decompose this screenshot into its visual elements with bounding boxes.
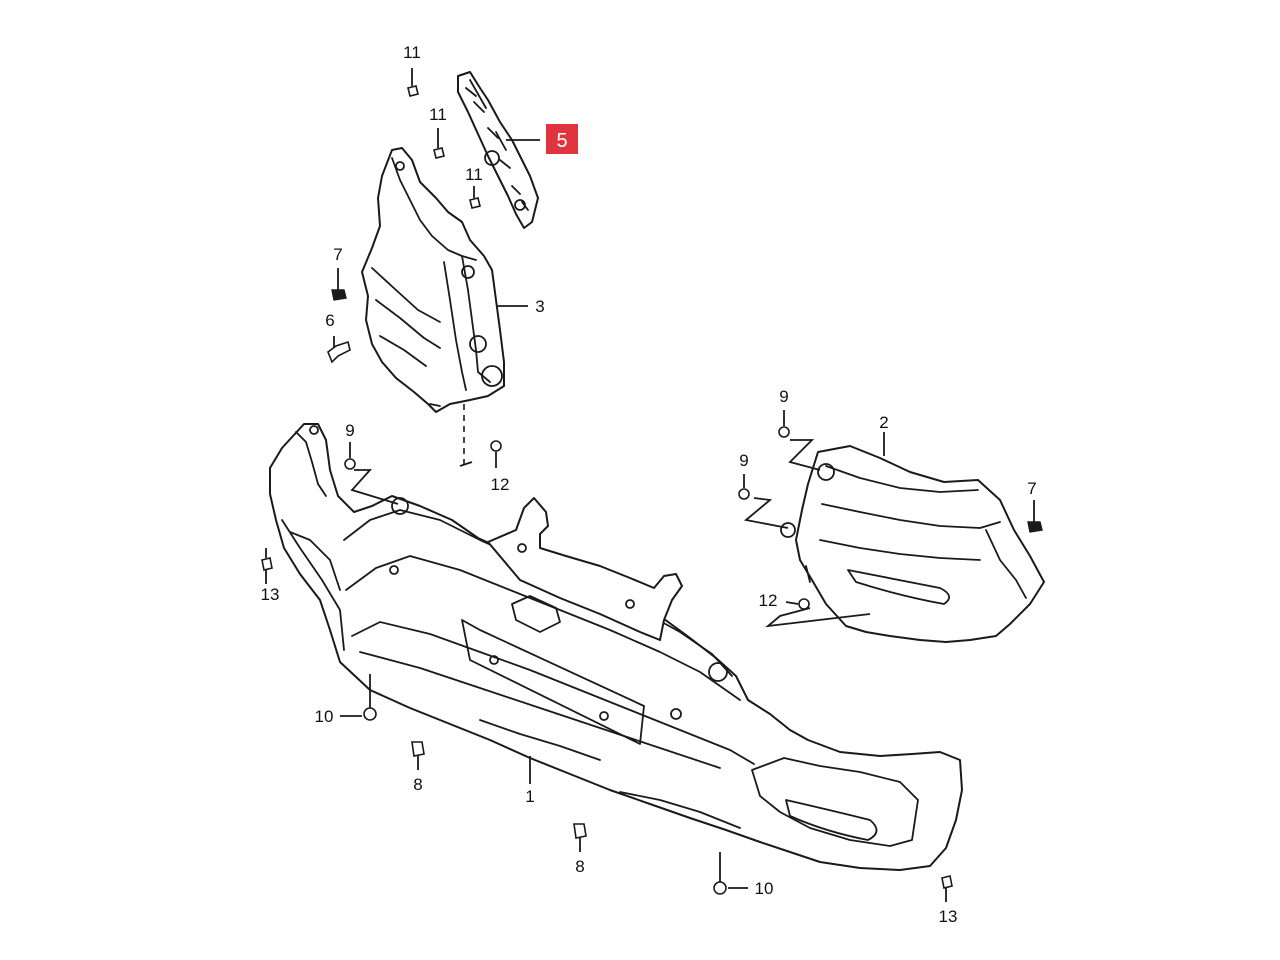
part-5-bracket[interactable] <box>457 71 539 229</box>
callout-11-b: 11 <box>429 105 447 124</box>
fastener-8-a <box>411 741 425 770</box>
fastener-9-a <box>344 442 356 470</box>
part-1-front-bumper[interactable] <box>269 423 963 871</box>
assembly-guides <box>350 404 871 628</box>
callout-9-b: 9 <box>779 387 788 406</box>
callout-10-b: 10 <box>755 879 774 898</box>
callout-2: 2 <box>879 413 888 432</box>
callout-12-b: 12 <box>759 591 778 610</box>
callout-9-c: 9 <box>739 451 748 470</box>
callout-1: 1 <box>525 787 534 806</box>
callout-11-c: 11 <box>465 165 483 184</box>
fastener-6 <box>327 336 351 364</box>
fastener-12-a <box>490 440 502 468</box>
fastener-7-b <box>1027 500 1043 533</box>
callout-5: 5 <box>556 130 567 152</box>
fastener-9-b <box>778 410 790 438</box>
callout-7-a: 7 <box>333 245 342 264</box>
fastener-13-a <box>261 548 273 584</box>
part-3-side-garnish[interactable] <box>361 147 505 413</box>
highlight-badge-5[interactable]: 5 <box>546 124 578 154</box>
callout-8-a: 8 <box>413 775 422 794</box>
fastener-13-b <box>941 875 953 902</box>
part-2-corner-garnish[interactable] <box>780 445 1045 643</box>
part-leaders <box>496 139 885 784</box>
fastener-11-a <box>407 68 419 97</box>
fastener-10-a <box>340 674 377 721</box>
callout-11-a: 11 <box>403 43 421 62</box>
fastener-10-b <box>713 852 748 895</box>
callout-3: 3 <box>535 297 544 316</box>
fastener-11-c <box>469 186 481 209</box>
fastener-9-c <box>738 474 750 500</box>
callout-10-a: 10 <box>315 707 334 726</box>
callout-7-b: 7 <box>1027 479 1036 498</box>
fastener-12-b <box>785 598 810 610</box>
callout-9-a: 9 <box>345 421 354 440</box>
callout-6: 6 <box>325 311 334 330</box>
callout-8-b: 8 <box>575 857 584 876</box>
callout-13-b: 13 <box>939 907 958 926</box>
callout-12-a: 12 <box>491 475 510 494</box>
fastener-11-b <box>433 128 445 159</box>
fastener-7-a <box>331 268 347 301</box>
fastener-8-b <box>573 823 587 852</box>
callout-13-a: 13 <box>261 585 280 604</box>
